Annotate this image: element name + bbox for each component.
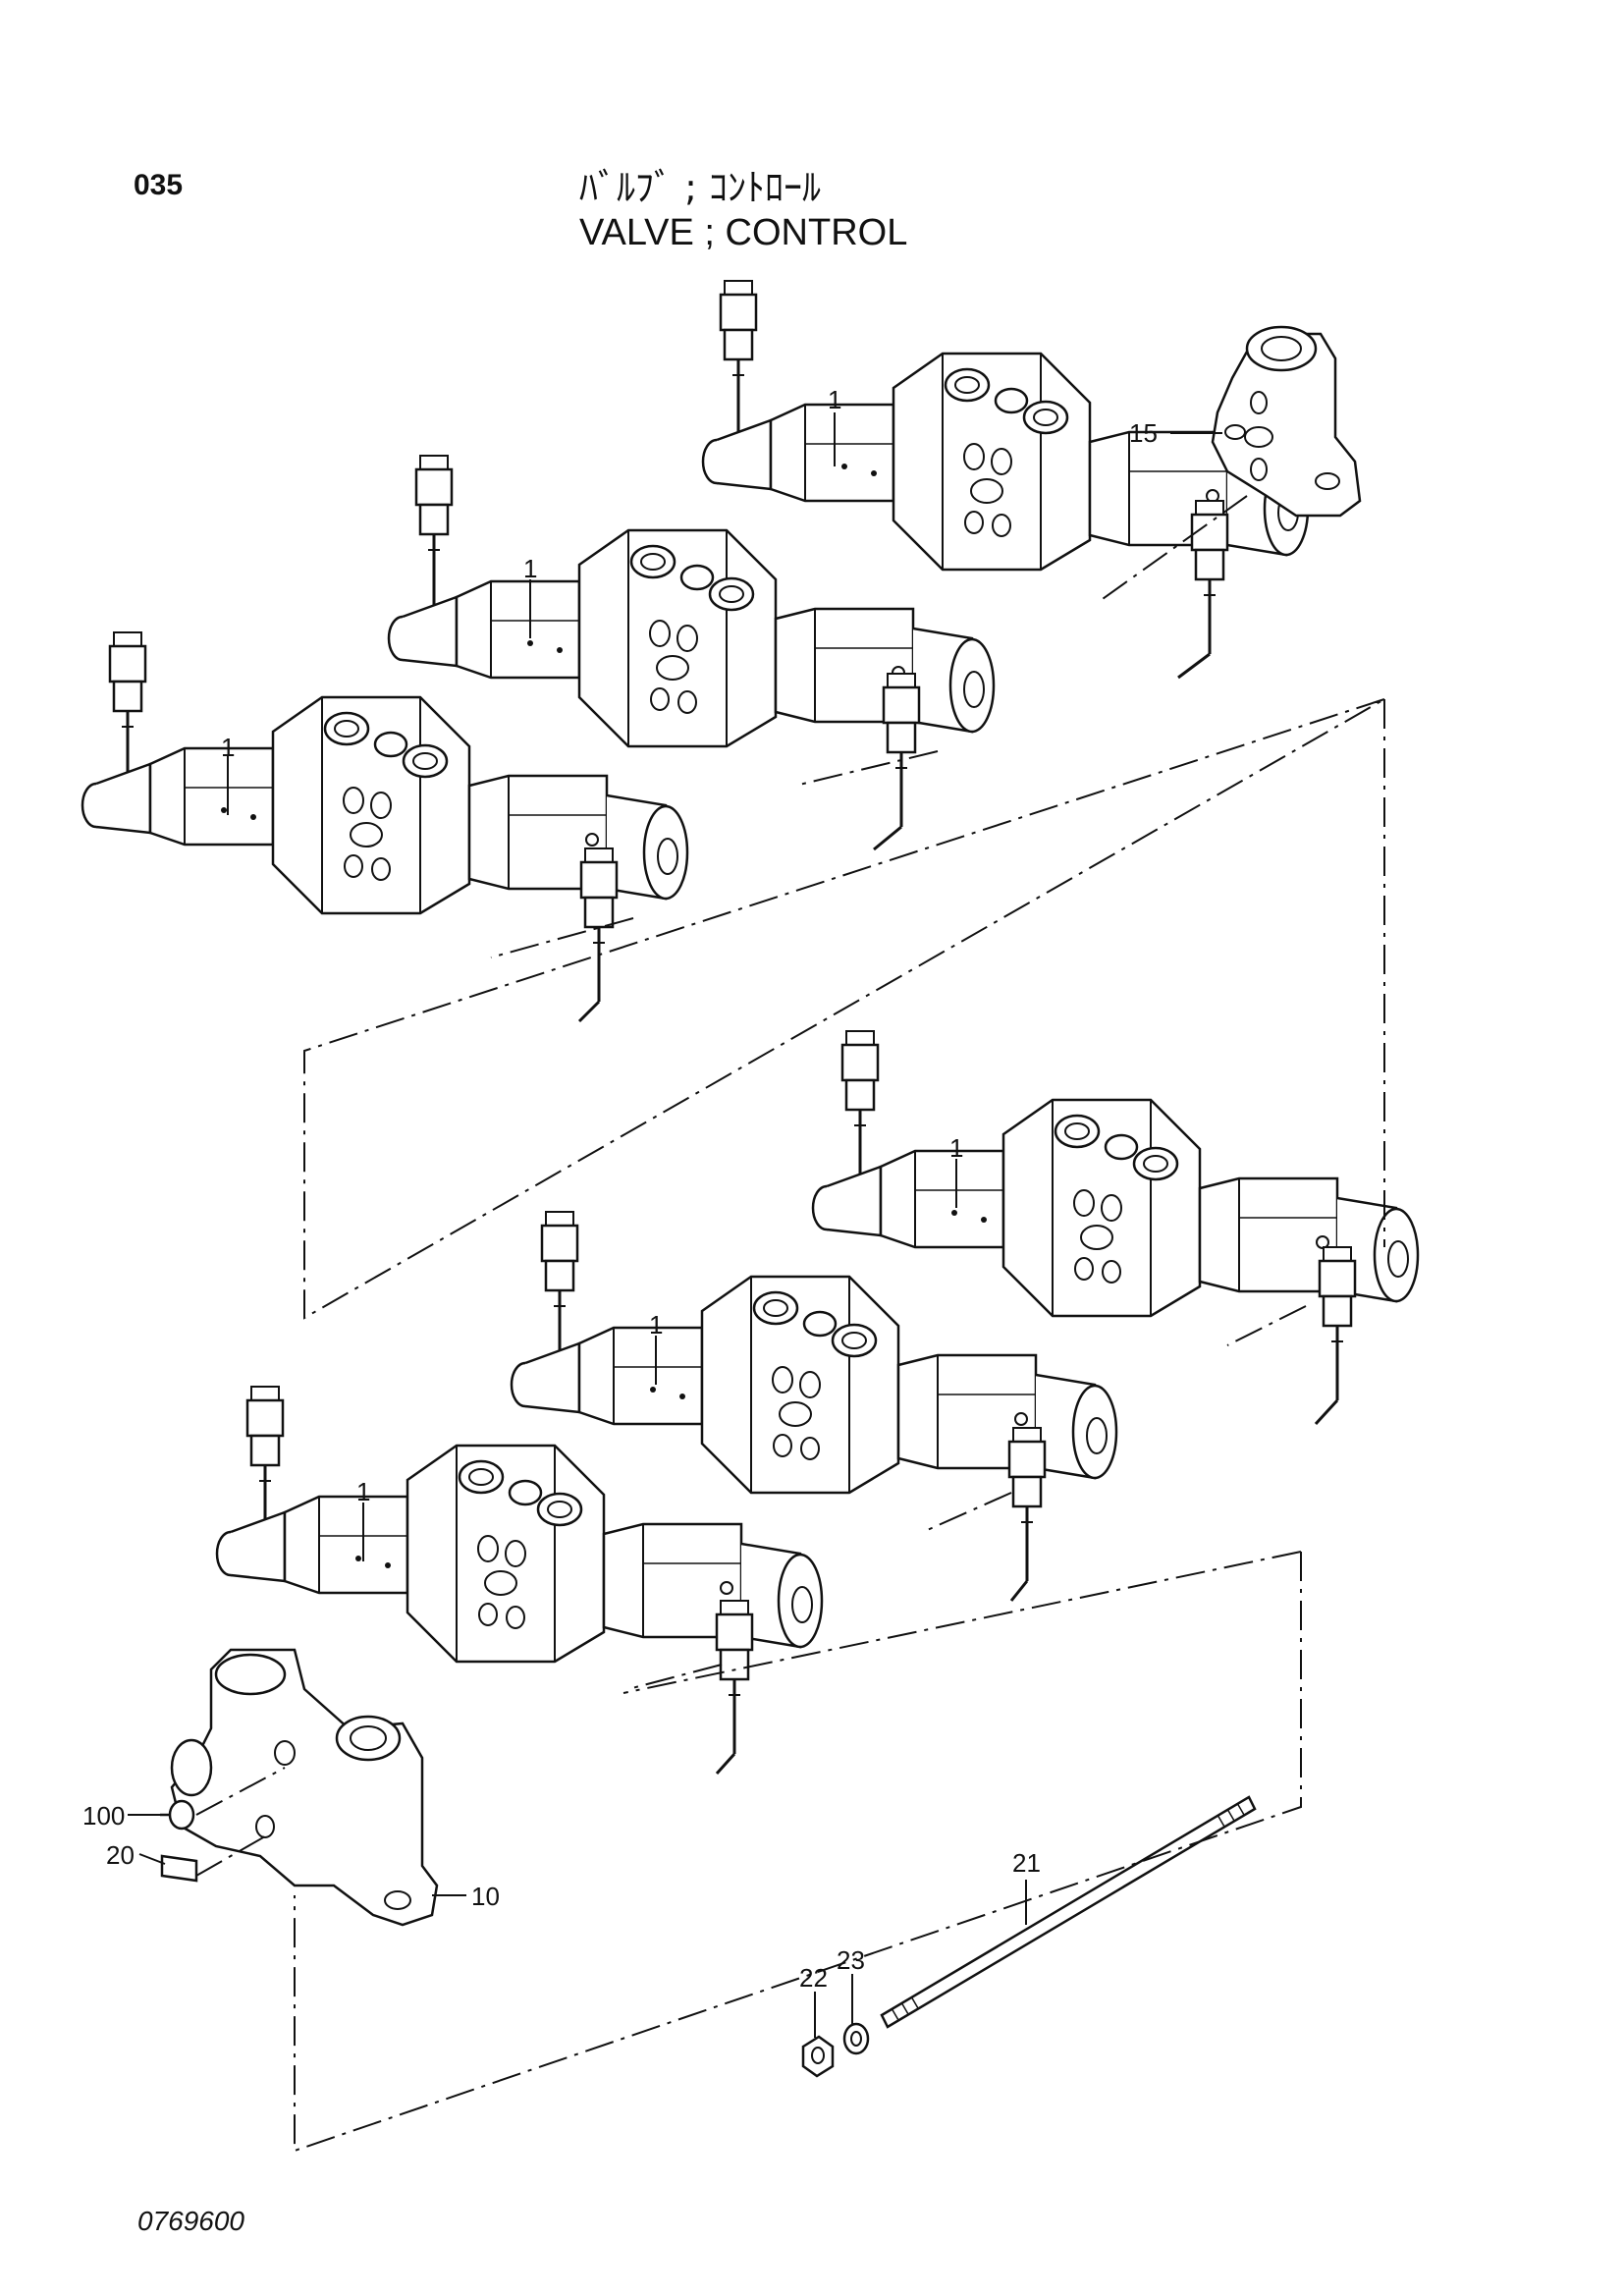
callout-valve-top: 1 [828,385,841,414]
callout-valve-third: 1 [221,733,235,762]
title-japanese: ﾊﾞﾙﾌﾞ ; ｺﾝﾄﾛｰﾙ [579,166,821,209]
callout-nut: 22 [799,1963,828,1993]
seal [160,1854,198,1883]
callout-washer: 23 [837,1945,865,1975]
callout-valve-fourth: 1 [949,1133,963,1163]
callout-valve-bottom: 1 [356,1477,370,1506]
valve-section-fifth [510,1210,1118,1602]
valve-section-fourth [811,1029,1420,1426]
leader-lines [128,412,1222,2038]
callout-seal: 20 [106,1840,135,1870]
assembly-lines [195,495,1385,2153]
plug [160,1799,195,1831]
page-number: 035 [134,169,184,201]
valve-section-top [701,279,1310,680]
valve-section-bottom [215,1385,824,1776]
valve-section-second [387,454,996,851]
callout-inlet-cover: 15 [1129,418,1158,448]
callout-stud: 21 [1012,1848,1041,1878]
inlet-cover [1211,325,1362,518]
valve-section-third [81,630,689,1023]
callout-valve-fifth: 1 [649,1310,663,1339]
callout-end-cover: 10 [471,1882,500,1911]
drawing-number: 0769600 [137,2206,245,2236]
callout-plug: 100 [82,1801,125,1831]
nut [801,2035,835,2078]
title-english: VALVE ; CONTROL [579,212,908,253]
washer [842,2022,870,2055]
stud [880,1795,1257,2029]
end-cover [170,1648,439,1927]
callout-valve-second: 1 [523,554,537,583]
